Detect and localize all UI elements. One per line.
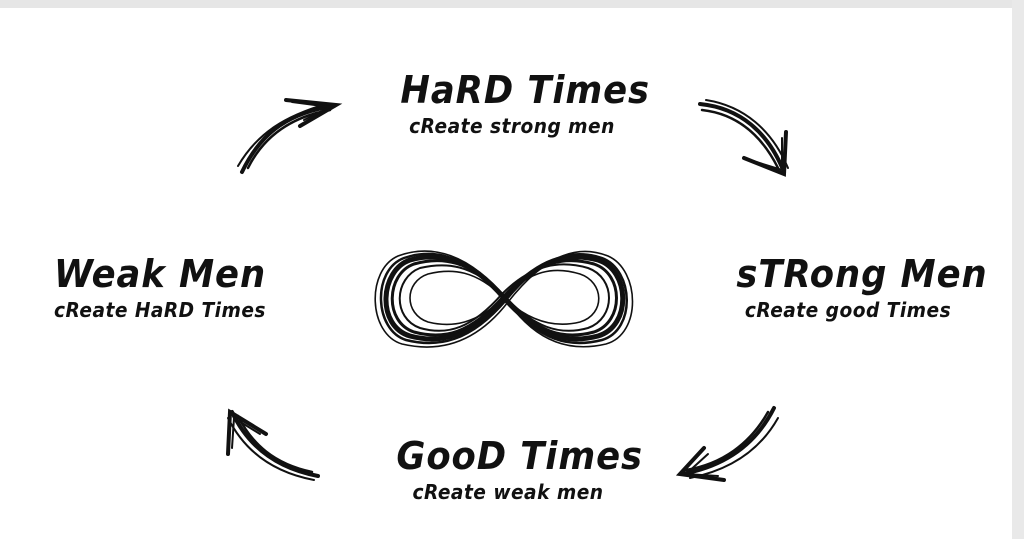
node-strong-men: sTRong Men cReate good Times — [728, 252, 988, 324]
node-subtitle: cReate weak men — [412, 480, 604, 504]
arrow-right-to-bottom-icon — [675, 406, 779, 482]
arrow-left-to-top-icon — [237, 98, 343, 174]
diagram-canvas: HaRD Times cReate strong men sTRong Men … — [0, 8, 1012, 539]
node-title: GooD Times — [396, 434, 643, 478]
node-subtitle: cReate HaRD Times — [54, 298, 266, 322]
node-subtitle: cReate strong men — [409, 114, 615, 138]
infinity-icon — [374, 250, 634, 348]
node-good-times: GooD Times cReate weak men — [388, 434, 643, 506]
arrow-bottom-to-left-icon — [226, 408, 320, 481]
node-weak-men: Weak Men cReate HaRD Times — [40, 252, 280, 324]
node-title: Weak Men — [53, 252, 267, 296]
arrows-and-symbol-layer — [226, 98, 789, 482]
node-subtitle: cReate good Times — [744, 298, 952, 322]
node-title: sTRong Men — [736, 252, 988, 296]
page-edge — [1012, 0, 1024, 539]
node-hard-times: HaRD Times cReate strong men — [392, 68, 651, 140]
arrow-top-to-right-icon — [698, 99, 789, 177]
node-title: HaRD Times — [400, 68, 651, 112]
